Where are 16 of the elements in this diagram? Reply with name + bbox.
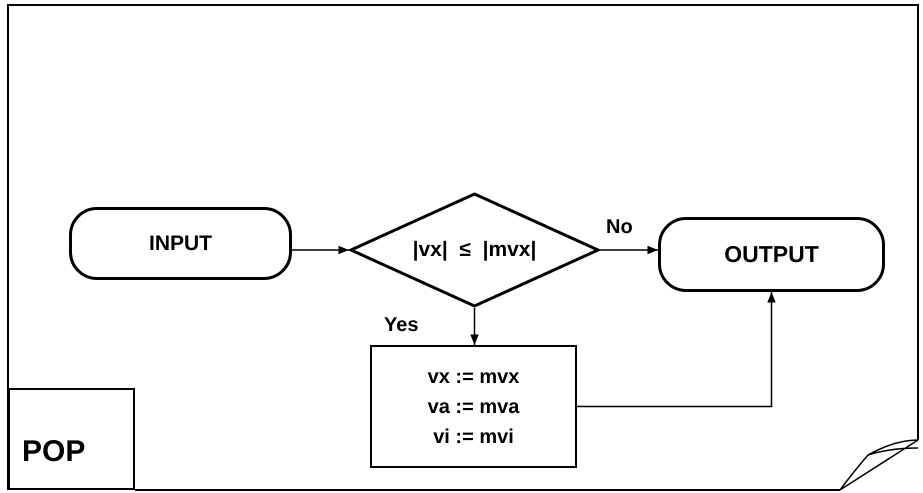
arrow bbox=[292, 246, 349, 254]
arrow bbox=[600, 246, 658, 254]
terminal-box bbox=[69, 207, 292, 280]
process-box bbox=[370, 345, 577, 468]
node-text: va := mva bbox=[428, 394, 520, 420]
node-text: |vx| ≤ |mvx| bbox=[412, 237, 536, 264]
node-text: vx := mvx bbox=[428, 364, 520, 390]
decision-diamond bbox=[349, 192, 600, 308]
terminal-box bbox=[658, 217, 885, 292]
node-text: vi := mvi bbox=[433, 424, 514, 450]
label-box bbox=[8, 388, 135, 490]
arrow bbox=[470, 308, 479, 345]
node-text: INPUT bbox=[149, 230, 212, 257]
arrow bbox=[577, 292, 776, 408]
node-text: POP bbox=[22, 434, 86, 470]
node-text: OUTPUT bbox=[724, 240, 819, 270]
